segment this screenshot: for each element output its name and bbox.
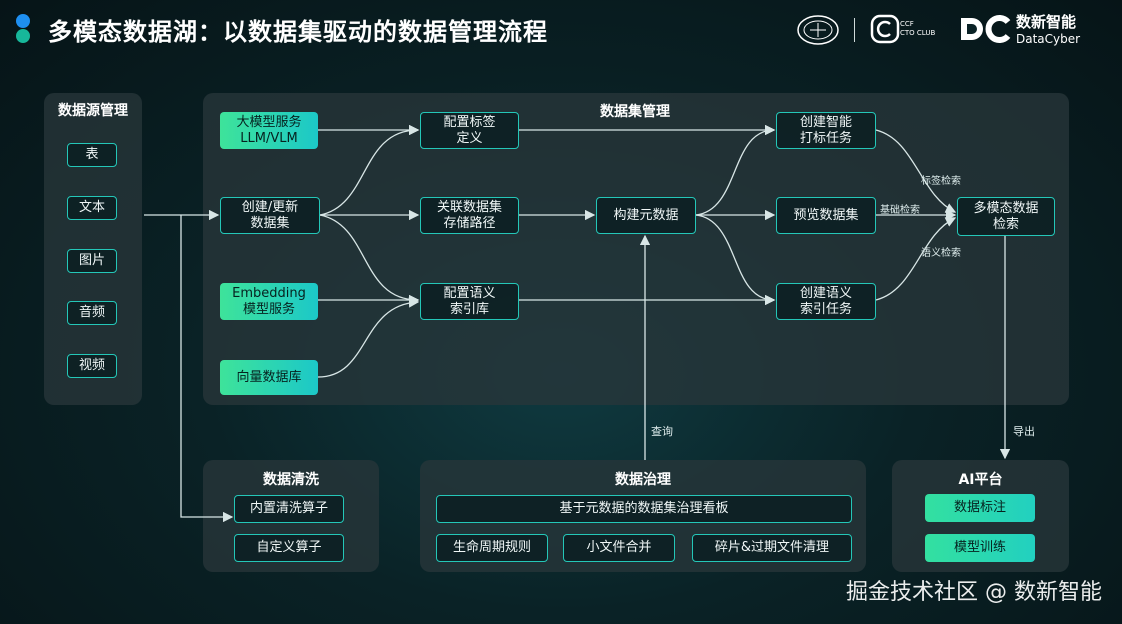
page-title: 多模态数据湖：以数据集驱动的数据管理流程 <box>48 18 548 46</box>
config-semantic-line1: 配置语义 <box>443 285 496 301</box>
edge-label-query: 查询 <box>651 425 673 438</box>
edge-create-to-tags <box>319 124 420 216</box>
semantic-index-task-node[interactable]: 创建语义 索引任务 <box>776 283 876 320</box>
config-tags-line1: 配置标签 <box>443 114 496 130</box>
source-item-video[interactable]: 视频 <box>67 354 117 378</box>
ccf-seal-logo-icon <box>796 14 840 46</box>
governance-small-file-merge[interactable]: 小文件合并 <box>563 534 675 562</box>
edge-label-export: 导出 <box>1013 425 1035 438</box>
governance-fragment-cleanup[interactable]: 碎片&过期文件清理 <box>692 534 852 562</box>
title-dots-icon <box>16 14 34 44</box>
edge-smarttask-to-search <box>875 129 957 213</box>
semantic-index-line1: 创建语义 <box>799 285 852 301</box>
datacyber-logo-icon <box>958 14 1012 44</box>
multimodal-search-line1: 多模态数据 <box>973 200 1039 216</box>
cleaning-custom-operator[interactable]: 自定义算子 <box>234 534 344 562</box>
ccf-cto-short: CCF <box>900 20 914 28</box>
governance-dashboard[interactable]: 基于元数据的数据集治理看板 <box>436 495 852 523</box>
config-semantic-node[interactable]: 配置语义 索引库 <box>420 283 519 320</box>
embedding-service-node[interactable]: Embedding 模型服务 <box>220 283 318 320</box>
config-tags-node[interactable]: 配置标签 定义 <box>420 112 519 149</box>
llm-service-node[interactable]: 大模型服务 LLM/VLM <box>220 112 318 149</box>
source-panel-title: 数据源管理 <box>58 103 128 119</box>
llm-service-line1: 大模型服务 <box>236 114 302 130</box>
ai-panel-title: AI平台 <box>958 472 1003 488</box>
datacyber-en: DataCyber <box>1016 32 1081 46</box>
edge-indextask-to-search <box>875 217 957 301</box>
vector-db-node[interactable]: 向量数据库 <box>220 360 318 395</box>
dataset-panel-title: 数据集管理 <box>600 104 670 120</box>
preview-dataset-node[interactable]: 预览数据集 <box>776 197 876 234</box>
embedding-line1: Embedding <box>232 285 306 301</box>
create-update-dataset-node[interactable]: 创建/更新 数据集 <box>220 197 320 234</box>
embedding-line2: 模型服务 <box>242 301 295 317</box>
cleaning-builtin-operator[interactable]: 内置清洗算子 <box>234 495 344 523</box>
ai-model-training[interactable]: 模型训练 <box>925 534 1035 562</box>
source-item-table[interactable]: 表 <box>67 143 117 167</box>
link-storage-line1: 关联数据集 <box>436 199 502 215</box>
smart-tag-line1: 创建智能 <box>799 114 852 130</box>
edge-create-to-semantic <box>319 214 420 306</box>
governance-lifecycle-rules[interactable]: 生命周期规则 <box>436 534 548 562</box>
source-item-audio[interactable]: 音频 <box>67 301 117 325</box>
cleaning-panel-title: 数据清洗 <box>263 472 319 488</box>
edge-label-semantic-search: 语义检索 <box>921 248 961 259</box>
source-item-image[interactable]: 图片 <box>67 249 117 273</box>
create-update-line2: 数据集 <box>250 215 290 231</box>
smart-tag-line2: 打标任务 <box>799 130 852 146</box>
link-storage-line2: 存储路径 <box>443 215 496 231</box>
watermark: 掘金技术社区 @ 数新智能 <box>846 580 1102 605</box>
ccf-cto-sub: CTO CLUB <box>900 29 936 37</box>
config-tags-line2: 定义 <box>456 130 483 146</box>
governance-panel-title: 数据治理 <box>615 472 671 488</box>
datacyber-wordmark: 数新智能 DataCyber <box>1016 14 1080 48</box>
edge-vector-to-semantic <box>317 297 420 378</box>
semantic-index-line2: 索引任务 <box>799 301 852 317</box>
edge-source-to-cleaning <box>180 215 234 523</box>
multimodal-search-line2: 检索 <box>992 216 1019 232</box>
multimodal-search-node[interactable]: 多模态数据 检索 <box>957 197 1055 236</box>
source-item-text[interactable]: 文本 <box>67 196 117 220</box>
logo-divider <box>854 18 855 42</box>
ccf-cto-club-logo-icon <box>870 14 900 44</box>
create-update-line1: 创建/更新 <box>241 199 299 215</box>
build-metadata-node[interactable]: 构建元数据 <box>596 197 696 234</box>
edge-label-tag-search: 标签检索 <box>921 176 961 187</box>
link-storage-node[interactable]: 关联数据集 存储路径 <box>420 197 519 234</box>
datacyber-cn: 数新智能 <box>1016 13 1077 31</box>
ccf-cto-club-label: CCF CTO CLUB <box>900 20 935 38</box>
edge-meta-to-smarttask <box>695 124 776 216</box>
smart-tag-task-node[interactable]: 创建智能 打标任务 <box>776 112 876 149</box>
config-semantic-line2: 索引库 <box>449 301 489 317</box>
edge-label-basic-search: 基础检索 <box>880 205 920 216</box>
llm-service-line2: LLM/VLM <box>240 130 298 146</box>
edge-meta-to-indextask <box>695 214 776 306</box>
ai-data-labeling[interactable]: 数据标注 <box>925 494 1035 522</box>
